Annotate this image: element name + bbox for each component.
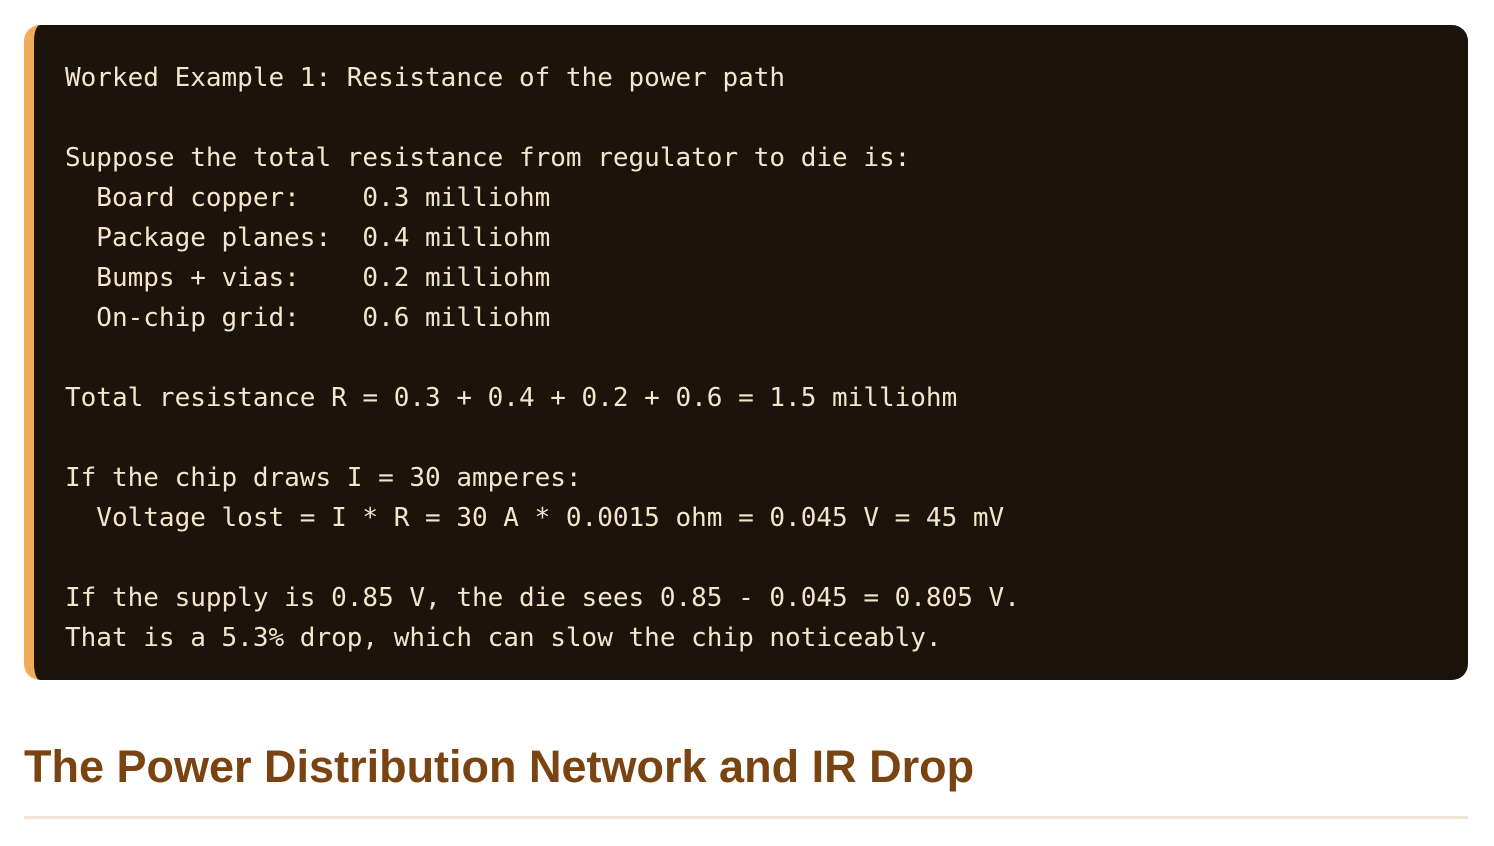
section-heading: The Power Distribution Network and IR Dr…: [24, 741, 975, 792]
worked-example-code-block: Worked Example 1: Resistance of the powe…: [24, 25, 1468, 680]
code-line: Worked Example 1: Resistance of the powe…: [65, 63, 786, 93]
code-line: If the supply is 0.85 V, the die sees 0.…: [65, 583, 1020, 613]
code-line: That is a 5.3% drop, which can slow the …: [65, 623, 942, 653]
code-line: On-chip grid: 0.6 milliohm: [65, 303, 551, 333]
code-line: Bumps + vias: 0.2 milliohm: [65, 263, 551, 293]
code-line: Total resistance R = 0.3 + 0.4 + 0.2 + 0…: [65, 383, 958, 413]
code-line: Board copper: 0.3 milliohm: [65, 183, 551, 213]
code-line: [65, 538, 1438, 578]
heading-divider: [24, 816, 1468, 819]
code-line: Package planes: 0.4 milliohm: [65, 223, 551, 253]
code-line: [65, 418, 1438, 458]
code-line: Suppose the total resistance from regula…: [65, 143, 911, 173]
code-line: If the chip draws I = 30 amperes:: [65, 463, 582, 493]
code-line: Voltage lost = I * R = 30 A * 0.0015 ohm…: [65, 503, 1005, 533]
code-line: [65, 338, 1438, 378]
code-line: [65, 98, 1438, 138]
